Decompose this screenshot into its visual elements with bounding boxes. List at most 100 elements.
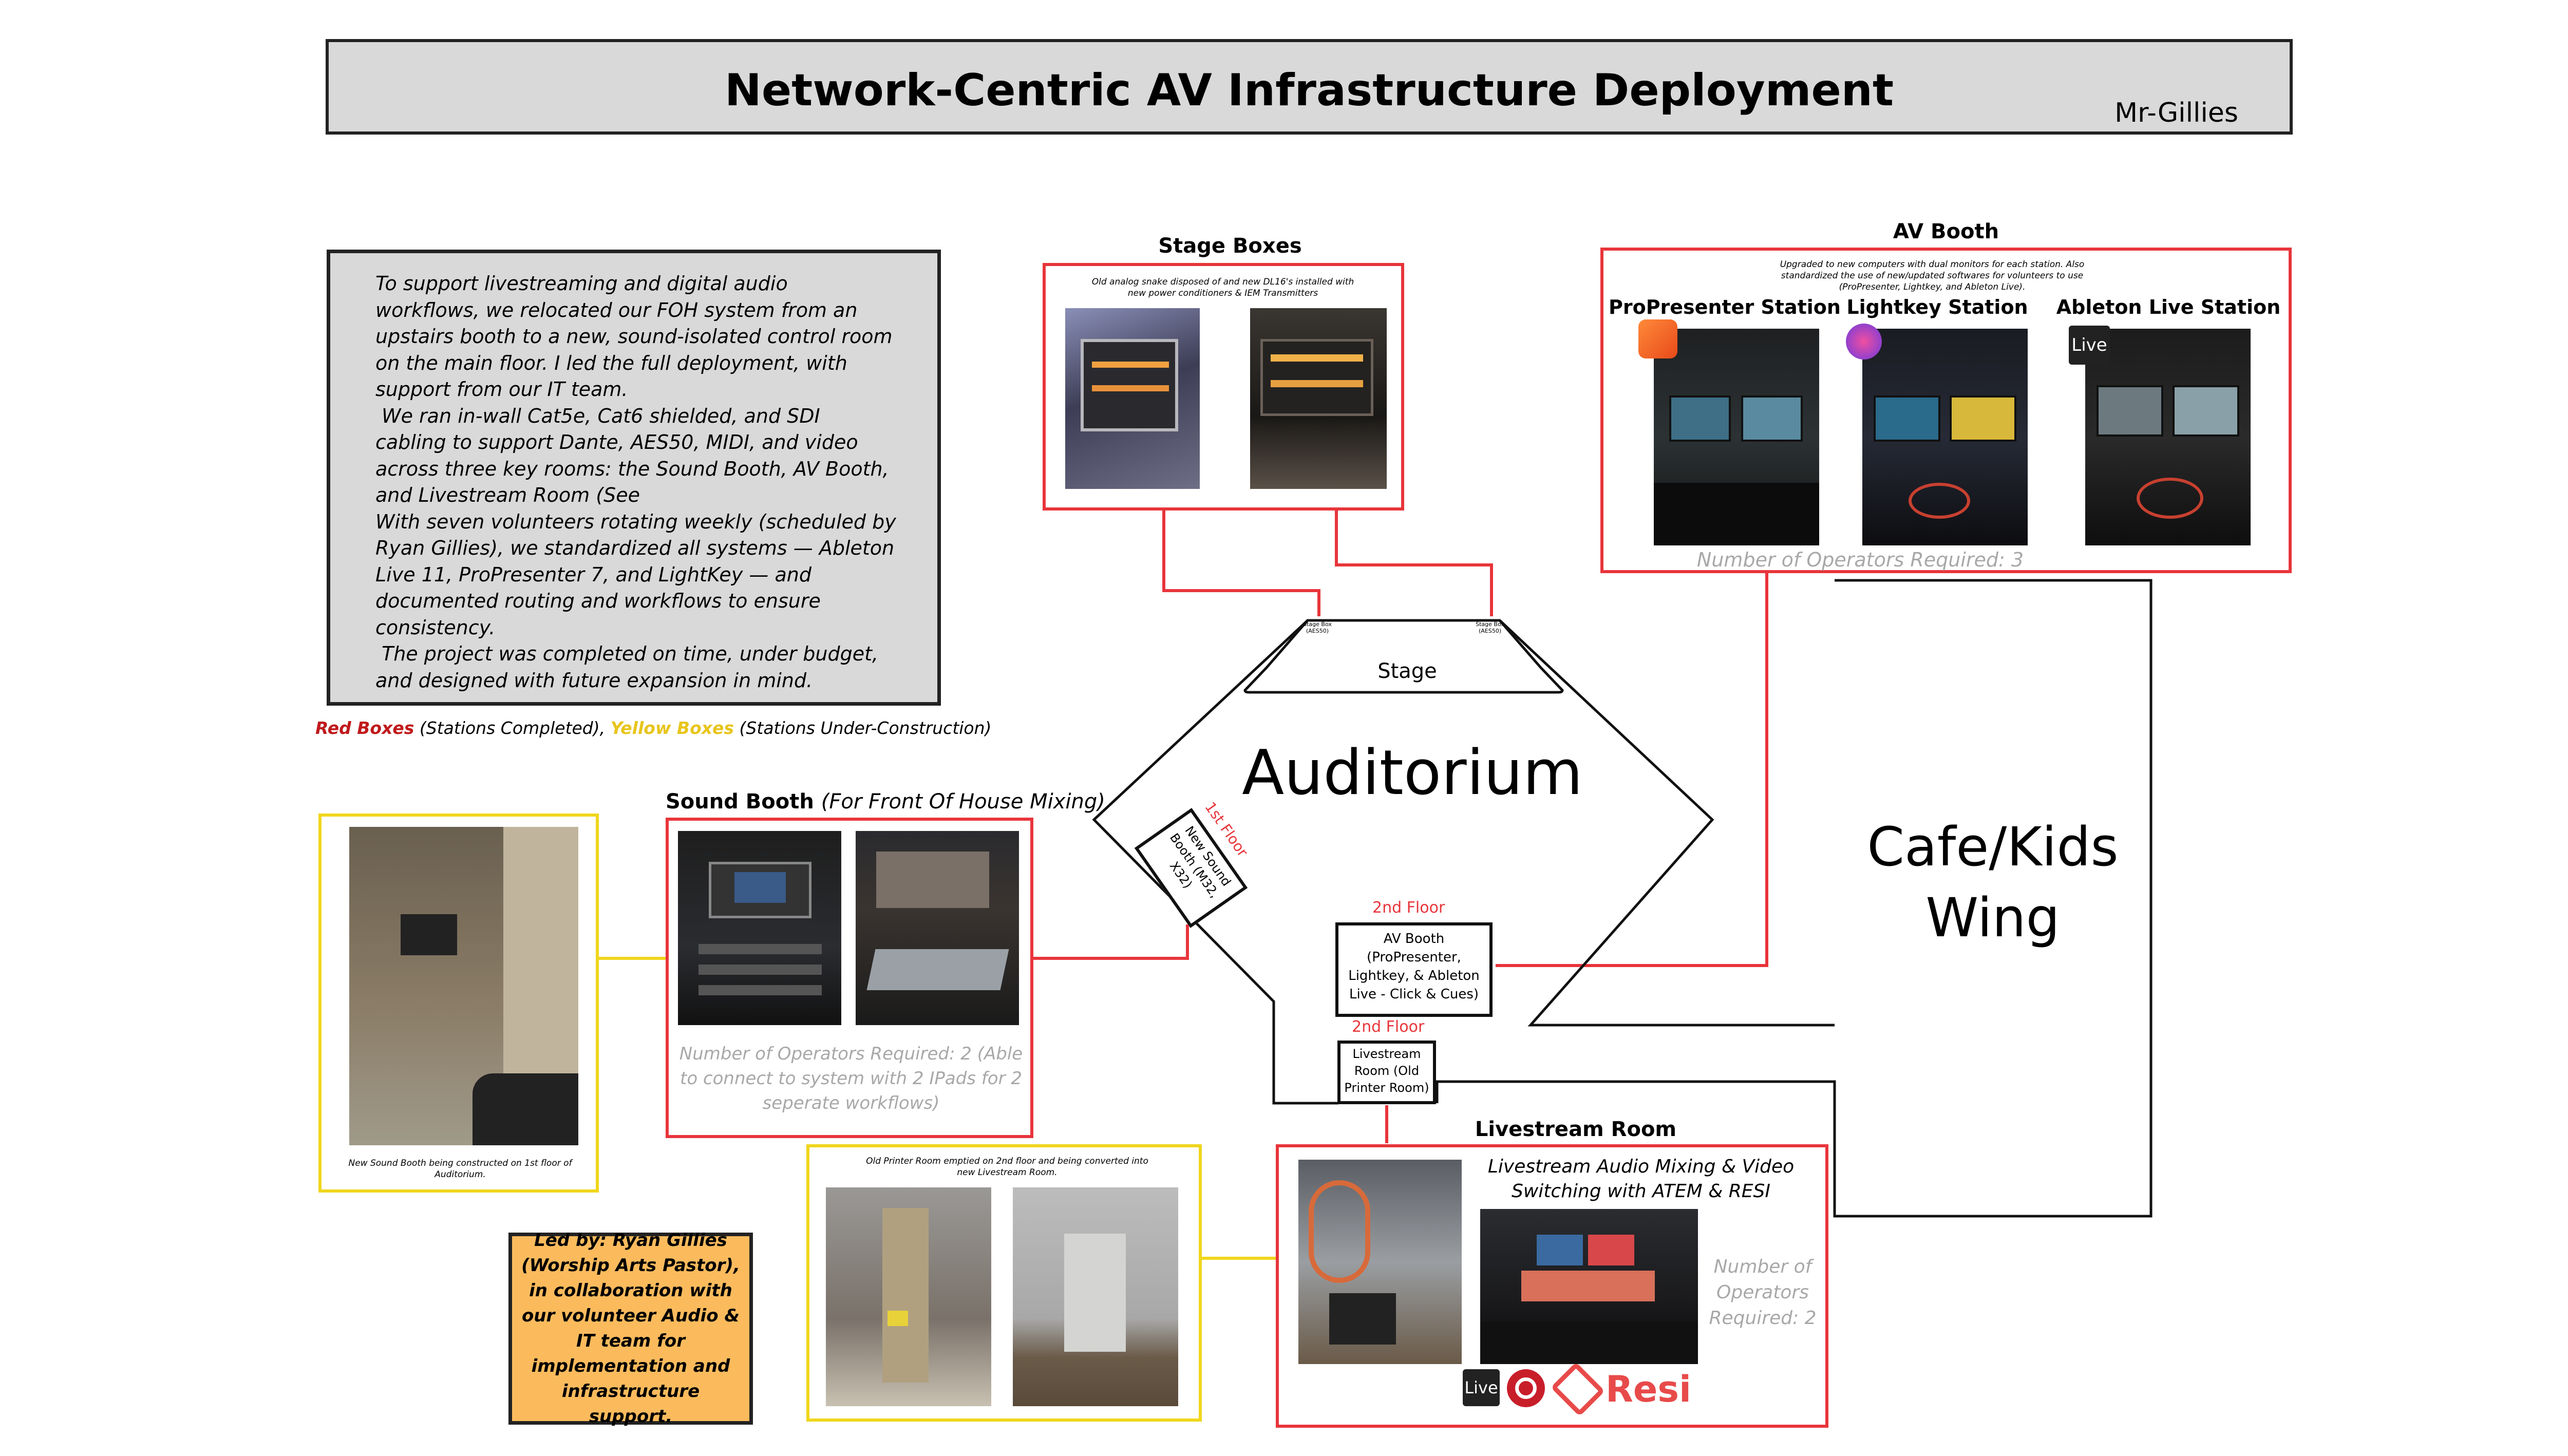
ableton-live-icon: Live <box>2069 326 2110 365</box>
live-desk <box>1480 1322 1698 1364</box>
sound-booth-panel: Number of Operators Required: 2 (Able to… <box>666 818 1033 1138</box>
desk-logo-ring-2 <box>2137 478 2203 519</box>
monitor-2 <box>1741 395 1803 442</box>
intro-panel: To support livestreaming and digital aud… <box>327 250 941 706</box>
new-booth-photo <box>349 827 578 1145</box>
propresenter-icon <box>1638 319 1677 358</box>
resi-logo-icon <box>1550 1362 1606 1417</box>
livestream-node-label: Livestream Room (Old Printer Room) <box>1337 1041 1436 1104</box>
empty-room-door <box>1064 1234 1126 1352</box>
rack-display-3 <box>1271 354 1363 362</box>
stage-box-right-label: Stage Box (AES50) <box>1476 621 1504 634</box>
ableton-station-photo <box>2085 329 2251 545</box>
av-booth-caption: Upgraded to new computers with dual moni… <box>1780 259 2085 292</box>
stage-rack-2 <box>1260 339 1373 416</box>
new-booth-construction-panel: New Sound Booth being constructed on 1st… <box>318 814 599 1193</box>
resi-logo-text: Resi <box>1606 1368 1692 1410</box>
rack-display-4 <box>1271 380 1363 387</box>
stage-box-photo-2 <box>1250 308 1387 489</box>
monitor-5 <box>2097 385 2163 437</box>
stagebox-connector-left <box>1162 509 1320 616</box>
auditorium-outline-right <box>1499 619 1835 1027</box>
propresenter-station-photo <box>1654 329 1819 545</box>
desk-logo-ring-1 <box>1909 483 1970 519</box>
monitor-1 <box>1669 395 1731 442</box>
sound-booth-console-photo <box>856 831 1019 1025</box>
booth-window <box>876 852 989 908</box>
av-booth-operators: Number of Operators Required: 3 <box>1696 549 2024 571</box>
cafe-line-1: Cafe/Kids <box>1867 816 2119 878</box>
led-by-panel: Led by: Ryan Gillies (Worship Arts Pasto… <box>508 1230 753 1427</box>
monitor-4 <box>1950 395 2016 442</box>
legend-yellow-label: Yellow Boxes <box>610 718 734 738</box>
live-monitor-2 <box>1588 1235 1634 1265</box>
stage-boxes-header: Stage Boxes <box>1158 234 1302 258</box>
monitor-6 <box>2173 385 2239 437</box>
gaming-chair <box>1329 1293 1396 1345</box>
stage-label: Stage <box>1377 659 1437 683</box>
livestream-room-header: Livestream Room <box>1475 1118 1677 1141</box>
stage-shape <box>1243 619 1564 694</box>
livestream-room-panel: Livestream Audio Mixing & Video Switchin… <box>1276 1144 1828 1428</box>
rack-display-1 <box>1092 362 1169 368</box>
chair <box>473 1073 578 1145</box>
printer-room-photo-2 <box>1013 1187 1178 1406</box>
atem-icon-ring <box>1515 1377 1537 1399</box>
wall-logo <box>1309 1180 1370 1283</box>
av-node-label: AV Booth (ProPresenter, Lightkey, & Able… <box>1335 922 1493 1017</box>
booth-wall <box>503 827 578 1084</box>
legend-red-label: Red Boxes <box>315 718 414 738</box>
printer-room-photo-1 <box>826 1187 991 1406</box>
mixer-screen <box>734 872 786 903</box>
cafe-line-2: Wing <box>1925 886 2060 949</box>
stage-box-photo-1 <box>1065 308 1200 489</box>
av-booth-header: AV Booth <box>1893 220 1999 243</box>
legend-red-desc: (Stations Completed), <box>414 718 611 738</box>
digital-console <box>866 949 1009 990</box>
lightkey-station-photo <box>1862 329 2028 545</box>
cafe-kids-wing-label: Cafe/Kids Wing <box>1835 811 2151 953</box>
legend: Red Boxes (Stations Completed), Yellow B… <box>315 718 991 738</box>
livestream-operators: Number of Operators Required: 2 <box>1709 1256 1817 1329</box>
livestream-room-photo-2 <box>1480 1209 1698 1364</box>
yellow-tool <box>888 1311 908 1326</box>
sound-booth-note: (For Front Of House Mixing) <box>821 790 1105 814</box>
lightkey-station-label: Lightkey Station <box>1846 296 2028 318</box>
atem-icon <box>1507 1369 1545 1407</box>
printer-room-caption: Old Printer Room emptied on 2nd floor an… <box>866 1156 1148 1178</box>
monitor-3 <box>1874 395 1940 442</box>
booth-window-opening <box>401 914 457 955</box>
auditorium-outline-left <box>1092 619 1338 1105</box>
legend-yellow-desc: (Stations Under-Construction) <box>734 718 992 738</box>
sound-booth-header: Sound Booth (For Front Of House Mixing) <box>666 790 1105 814</box>
av-booth-panel: Upgraded to new computers with dual moni… <box>1600 248 2292 573</box>
live-monitor-bank <box>1521 1271 1655 1301</box>
livestream-node-floor: 2nd Floor <box>1352 1018 1425 1036</box>
rack-display-2 <box>1092 385 1169 391</box>
title-banner: Network-Centric AV Infrastructure Deploy… <box>326 39 2293 135</box>
avbooth-connector <box>1496 573 1768 967</box>
intro-paragraph-4: The project was completed on time, under… <box>375 642 879 692</box>
ableton-live-icon-2: Live <box>1463 1369 1500 1406</box>
propresenter-station-label: ProPresenter Station <box>1609 296 1841 318</box>
desk-1 <box>1654 483 1819 545</box>
stage-boxes-panel: Old analog snake disposed of and new DL1… <box>1043 263 1404 510</box>
livestream-room-photo-1 <box>1298 1160 1462 1364</box>
live-monitor-1 <box>1537 1235 1583 1265</box>
av-node-floor: 2nd Floor <box>1372 899 1445 917</box>
new-booth-caption: New Sound Booth being constructed on 1st… <box>348 1158 572 1180</box>
livestream-room-subtitle: Livestream Audio Mixing & Video Switchin… <box>1487 1156 1795 1202</box>
page-title: Network-Centric AV Infrastructure Deploy… <box>724 65 1894 116</box>
ableton-station-label: Ableton Live Station <box>2056 296 2281 318</box>
rack-unit-1 <box>698 944 822 954</box>
soundbooth-connector <box>1033 924 1189 960</box>
sound-booth-rack-photo <box>678 831 841 1025</box>
led-by-text: Led by: Ryan Gillies (Worship Arts Pasto… <box>521 1230 740 1427</box>
stage-box-left-label: Stage Box (AES50) <box>1303 621 1332 634</box>
lightkey-icon <box>1846 324 1882 360</box>
printer-room-panel: Old Printer Room emptied on 2nd floor an… <box>806 1144 1202 1422</box>
author-name: Mr-Gillies <box>2114 98 2238 128</box>
stagebox-connector-right <box>1335 509 1493 616</box>
rack-unit-2 <box>698 965 822 975</box>
